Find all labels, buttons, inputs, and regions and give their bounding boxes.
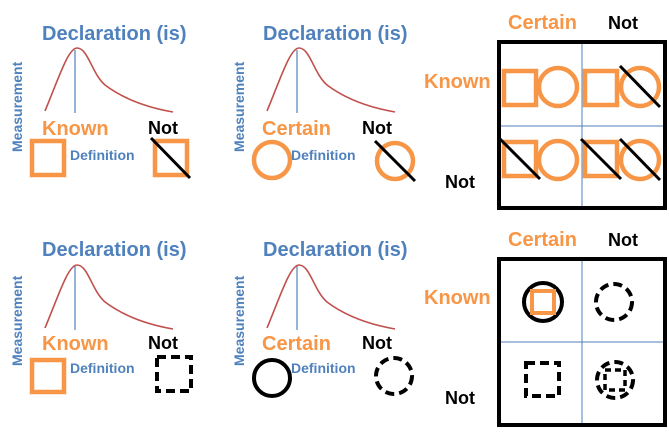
orange-circle-crossed <box>618 65 662 109</box>
certain-label: Certain <box>262 333 331 355</box>
orange-square <box>501 68 539 108</box>
orange-square <box>530 289 556 315</box>
distribution-curve <box>44 47 174 113</box>
distribution-curve <box>266 47 396 113</box>
not-label: Not <box>362 118 392 138</box>
not-label: Not <box>148 118 178 138</box>
orange-square-crossed <box>582 139 620 179</box>
dashed-square <box>603 368 627 392</box>
known-label: Known <box>42 333 109 355</box>
matrix-frame <box>497 40 667 210</box>
dashed-circle <box>595 360 635 400</box>
certain-label: Certain <box>262 118 331 140</box>
y-axis-label: Measurement <box>9 61 25 152</box>
orange-circle <box>536 65 580 109</box>
dashed-circle <box>594 282 634 322</box>
y-axis-label: Measurement <box>9 275 25 366</box>
orange-square <box>29 357 67 395</box>
x-axis-label: Definition <box>291 147 356 163</box>
strike-line <box>498 137 542 181</box>
row-header-known: Known <box>424 287 491 309</box>
distribution-curve <box>266 264 396 330</box>
panel-known-dashed: Declaration (is) Measurement Known Not D… <box>9 239 193 395</box>
orange-circle <box>536 138 580 182</box>
distribution-curve <box>44 264 174 330</box>
column-header-not: Not <box>608 230 638 250</box>
strike-line <box>618 64 662 109</box>
matrix-frame <box>497 257 667 427</box>
x-axis-label: Definition <box>70 147 135 163</box>
column-header-certain: Certain <box>508 12 577 34</box>
row-header-not: Not <box>445 172 475 192</box>
orange-square <box>582 68 620 108</box>
orange-square <box>29 138 67 178</box>
column-header-not: Not <box>608 13 638 33</box>
matrix-solid: Certain Not Known Not <box>424 12 667 210</box>
matrix-dashed: Certain Not Known Not <box>424 229 667 427</box>
x-axis-label: Definition <box>70 360 135 376</box>
orange-circle-crossed <box>618 138 662 182</box>
strike-line <box>618 137 662 182</box>
panel-certain-solid: Declaration (is) Measurement Certain Not… <box>231 23 417 183</box>
row-header-known: Known <box>424 71 491 93</box>
black-circle <box>252 358 292 398</box>
panel-known-solid: Declaration (is) Measurement Known Not D… <box>9 23 192 180</box>
panel-title: Declaration (is) <box>42 239 186 261</box>
orange-circle-crossed <box>374 140 416 182</box>
panel-certain-dashed: Declaration (is) Measurement Certain Not… <box>231 239 414 398</box>
panel-title: Declaration (is) <box>263 239 407 261</box>
strike-line <box>373 139 417 183</box>
dashed-circle <box>374 356 414 396</box>
panel-title: Declaration (is) <box>42 23 186 45</box>
strike-line <box>149 136 192 180</box>
y-axis-label: Measurement <box>231 61 247 152</box>
orange-circle <box>251 139 293 181</box>
known-label: Known <box>42 118 109 140</box>
dashed-square <box>524 361 561 398</box>
orange-square-crossed <box>152 138 190 178</box>
x-axis-label: Definition <box>291 360 356 376</box>
orange-square-crossed <box>501 139 539 179</box>
black-circle <box>522 281 564 323</box>
not-label: Not <box>148 333 178 353</box>
y-axis-label: Measurement <box>231 275 247 366</box>
strike-line <box>579 137 623 181</box>
dashed-square <box>155 355 193 393</box>
column-header-certain: Certain <box>508 229 577 251</box>
row-header-not: Not <box>445 388 475 408</box>
panel-title: Declaration (is) <box>263 23 407 45</box>
not-label: Not <box>362 333 392 353</box>
